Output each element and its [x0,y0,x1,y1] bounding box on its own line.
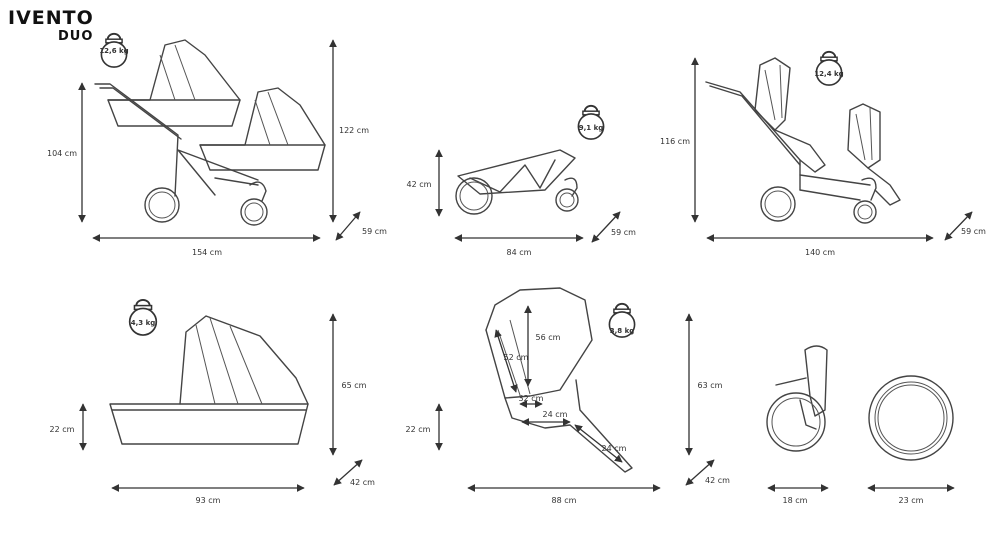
seat-depth-label: 32 cm [519,394,544,403]
width-label: 42 cm [705,476,730,485]
total-height-label: 63 cm [698,381,723,390]
width-label: 18 cm [783,496,808,505]
legrest-label: 24 cm [602,444,627,453]
seat-depth-b-label: 24 cm [543,410,568,419]
weight-label: 12,4 kg [814,70,843,78]
length-label: 84 cm [507,248,532,257]
width-label: 59 cm [362,227,387,236]
weight-label: 9,1 kg [579,124,604,132]
panel-seat-unit: 3,8 kg 56 cm 52 cm 32 cm 24 cm 24 cm 22 … [406,287,730,505]
panel-front-wheel: 18 cm [766,345,829,505]
height-label: 42 cm [407,180,432,189]
brand-name: IVENTO [8,7,94,29]
panel-seats-on-frame: 12,4 kg 116 cm 140 cm 59 cm [660,50,986,257]
length-label: 93 cm [196,496,221,505]
weight-icon: 12,4 kg [814,50,844,86]
height-label: 104 cm [47,149,77,158]
panel-rear-wheel: 23 cm [867,375,955,505]
height-label: 22 cm [50,425,75,434]
weight-label: 12,6 kg [99,47,128,55]
rear-wheel-drawing [868,375,954,461]
front-wheel-drawing [766,345,828,452]
stroller-with-seats-drawing [705,57,901,224]
height-label: 116 cm [660,137,690,146]
panel-carrycots-on-frame: 12,6 kg 104 cm 122 cm 154 cm 59 cm [47,32,387,257]
panel-folded-frame: 9,1 kg 42 cm 84 cm 59 cm [407,104,636,257]
height-label: 22 cm [406,425,431,434]
weight-label: 3,8 kg [610,327,635,335]
stroller-with-carrycots-drawing [94,39,326,226]
carrycot-drawing [109,315,309,445]
length-label: 88 cm [552,496,577,505]
folded-frame-drawing [455,149,579,215]
weight-icon: 3,8 kg [608,302,636,338]
total-height-label: 122 cm [339,126,369,135]
back-length-label: 52 cm [504,353,529,362]
brand-subname: DUO [58,29,93,44]
panel-carrycot: 4,3 kg 22 cm 65 cm 93 cm 42 cm [50,298,375,505]
width-label: 23 cm [899,496,924,505]
weight-icon: 12,6 kg [99,32,129,68]
width-label: 59 cm [961,227,986,236]
length-label: 154 cm [192,248,222,257]
back-height-label: 56 cm [536,333,561,342]
weight-label: 4,3 kg [131,319,156,327]
width-label: 42 cm [350,478,375,487]
total-height-label: 65 cm [342,381,367,390]
weight-icon: 4,3 kg [128,298,158,336]
weight-icon: 9,1 kg [577,104,605,140]
width-label: 59 cm [611,228,636,237]
length-label: 140 cm [805,248,835,257]
